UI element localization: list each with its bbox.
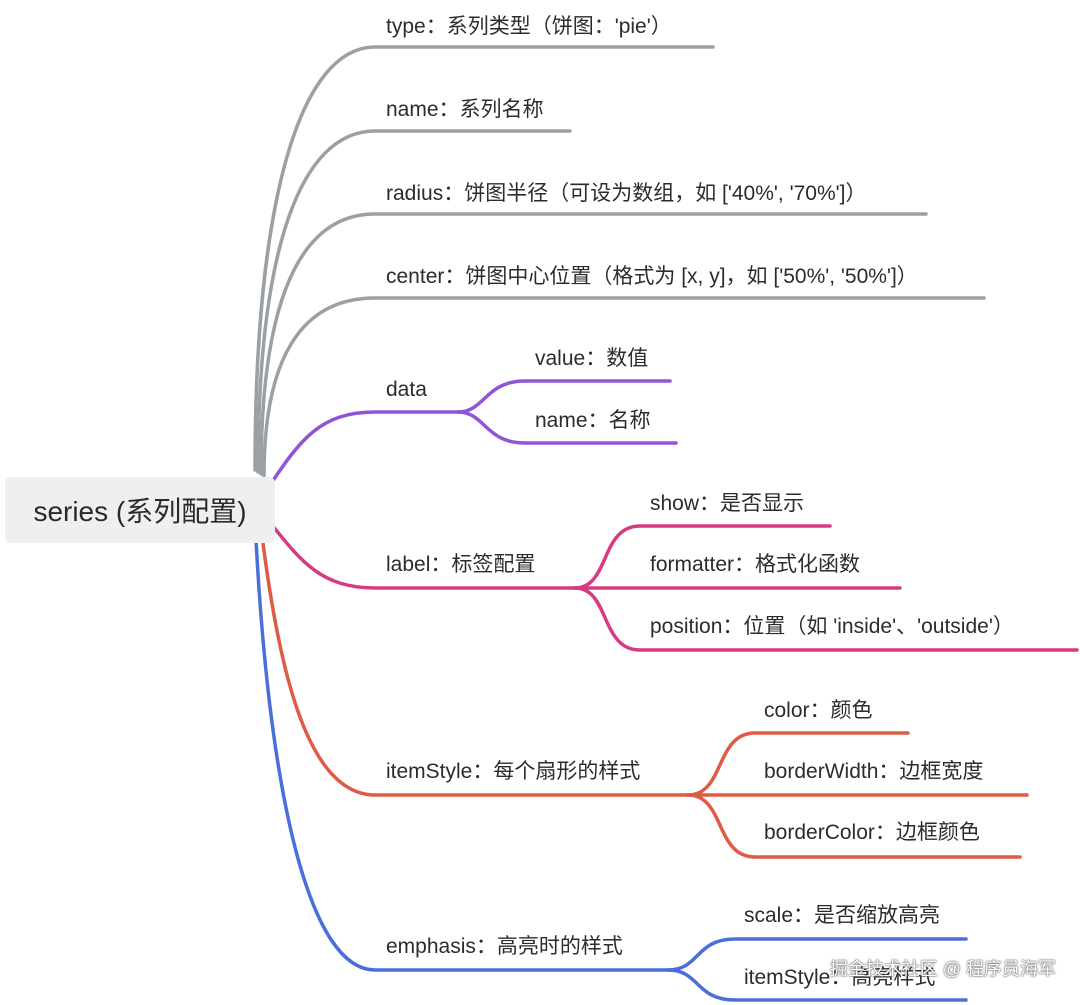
watermark: 掘金技术社区 @ 程序员海军 [829, 959, 1056, 979]
edge-label [266, 518, 577, 590]
edge-label-position [573, 586, 1079, 652]
node-label-show[interactable]: show：是否显示 [650, 492, 805, 515]
edge-data [266, 410, 460, 490]
node-label[interactable]: label：标签配置 [386, 553, 536, 576]
node-type[interactable]: type：系列类型（饼图：'pie'） [386, 15, 672, 38]
edge-itemstyle [260, 533, 690, 797]
node-itemstyle-color[interactable]: color：颜色 [764, 699, 873, 722]
edge-itemstyle-bordercolor [686, 793, 1022, 859]
edge-emphasis-scale [666, 937, 968, 972]
edge-emphasis [254, 538, 670, 972]
node-label-position[interactable]: position：位置（如 'inside'、'outside'） [650, 615, 1014, 638]
edge-data-value [456, 379, 672, 414]
node-data[interactable]: data [386, 378, 427, 401]
node-name[interactable]: name：系列名称 [386, 98, 544, 121]
node-center[interactable]: center：饼图中心位置（格式为 [x, y]，如 ['50%', '50%'… [386, 265, 918, 288]
edge-radius [259, 212, 928, 476]
node-data-value[interactable]: value：数值 [535, 347, 649, 370]
node-emphasis-scale[interactable]: scale：是否缩放高亮 [744, 904, 941, 927]
node-label-formatter[interactable]: formatter：格式化函数 [650, 553, 861, 576]
node-itemstyle[interactable]: itemStyle：每个扇形的样式 [386, 760, 641, 783]
edge-emphasis-itemstyle [666, 968, 968, 1002]
node-itemstyle-borderwidth[interactable]: borderWidth：边框宽度 [764, 760, 984, 783]
edge-data-name [456, 410, 678, 445]
node-data-name[interactable]: name：名称 [535, 409, 651, 432]
edge-name [256, 129, 572, 474]
node-itemstyle-bordercolor[interactable]: borderColor：边框颜色 [764, 821, 980, 844]
root-node[interactable]: series (系列配置) [5, 477, 275, 543]
edge-label-show [573, 524, 832, 590]
node-radius[interactable]: radius：饼图半径（可设为数组，如 ['40%', '70%']） [386, 182, 867, 205]
node-emphasis[interactable]: emphasis：高亮时的样式 [386, 935, 623, 958]
edge-itemstyle-color [686, 731, 910, 797]
edge-center [262, 296, 986, 478]
node-emphasis-itemstyle[interactable]: itemStyle：高亮样式 [744, 966, 936, 989]
root-label: series (系列配置) [33, 496, 247, 527]
edge-type [253, 45, 715, 472]
